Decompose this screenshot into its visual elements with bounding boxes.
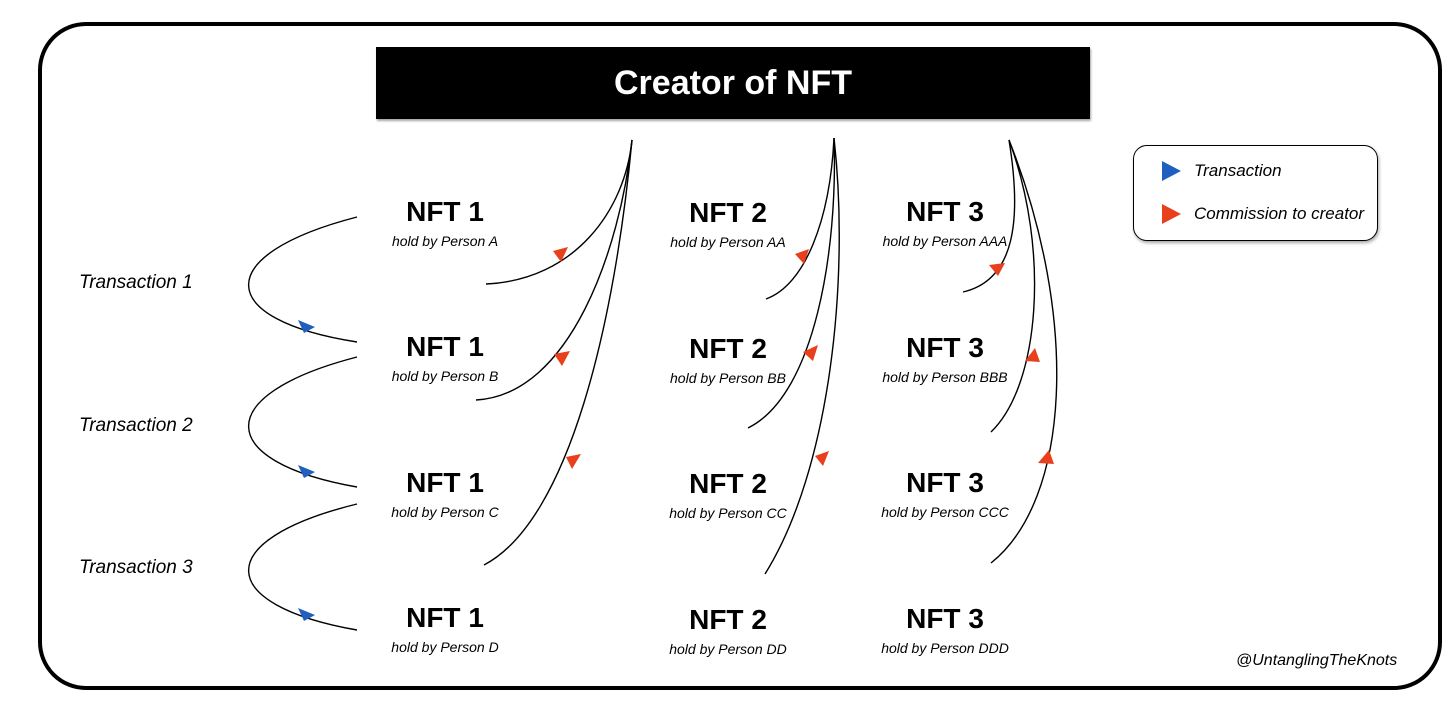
commission-curve-ccc: [990, 139, 1058, 564]
commission-curve-bb: [747, 137, 836, 429]
nft-label: NFT 3: [906, 603, 984, 634]
holder-label: hold by Person DDD: [881, 640, 1009, 656]
holder-label: hold by Person BB: [670, 370, 786, 386]
node-nft3-person-ddd: NFT 3 hold by Person DDD: [860, 603, 1030, 656]
holder-label: hold by Person D: [391, 639, 499, 655]
nft-label: NFT 1: [406, 467, 484, 498]
transaction-label-2: Transaction 2: [79, 415, 193, 436]
commission-arrowheads: [553, 247, 1054, 469]
transaction-label-3: Transaction 3: [79, 557, 193, 578]
node-nft2-person-dd: NFT 2 hold by Person DD: [643, 604, 813, 657]
holder-label: hold by Person CC: [669, 505, 787, 521]
commission-curve-cc: [764, 137, 840, 575]
holder-label: hold by Person A: [391, 233, 499, 249]
creator-title: Creator of NFT: [376, 47, 1090, 119]
commission-curve-aaa: [962, 139, 1016, 293]
holder-label: hold by Person B: [391, 368, 499, 384]
nft-label: NFT 2: [689, 468, 767, 499]
commission-curve-a: [485, 139, 633, 285]
nft-label: NFT 3: [906, 467, 984, 498]
transaction-arrowheads: [298, 320, 315, 621]
node-nft3-person-ccc: NFT 3 hold by Person CCC: [860, 467, 1030, 520]
node-nft2-person-cc: NFT 2 hold by Person CC: [643, 468, 813, 521]
diagram-frame: [38, 22, 1442, 690]
legend-commission-label: Commission to creator: [1194, 204, 1365, 223]
transaction-curve-1: [248, 216, 358, 343]
transaction-arrow-2: [298, 465, 315, 478]
holder-label: hold by Person C: [391, 504, 499, 520]
commission-arrow-ccc: [1038, 450, 1054, 464]
red-triangle-icon: [1162, 204, 1181, 224]
node-nft2-person-bb: NFT 2 hold by Person BB: [643, 333, 813, 386]
holder-label: hold by Person AAA: [882, 233, 1008, 249]
holder-label: hold by Person CCC: [881, 504, 1009, 520]
commission-arrow-aa: [795, 249, 809, 264]
node-nft3-person-bbb: NFT 3 hold by Person BBB: [860, 332, 1030, 385]
commission-arrow-a: [553, 247, 568, 262]
commission-arrow-bbb: [1025, 348, 1040, 362]
legend-row-transaction: Transaction: [1160, 160, 1282, 182]
nft-label: NFT 2: [689, 333, 767, 364]
legend: Transaction Commission to creator: [1133, 145, 1378, 241]
transaction-arrow-3: [298, 608, 315, 621]
commission-curve-b: [475, 139, 633, 401]
holder-label: hold by Person AA: [670, 234, 786, 250]
blue-triangle-icon: [1162, 161, 1181, 181]
nft-label: NFT 1: [406, 331, 484, 362]
commission-curve-c: [483, 139, 633, 566]
nft-label: NFT 3: [906, 196, 984, 227]
holder-label: hold by Person DD: [669, 641, 787, 657]
nft-label: NFT 1: [406, 196, 484, 227]
nft-label: NFT 2: [689, 604, 767, 635]
node-nft1-person-a: NFT 1 hold by Person A: [360, 196, 530, 249]
legend-transaction-label: Transaction: [1194, 161, 1282, 180]
nft-label: NFT 1: [406, 602, 484, 633]
node-nft1-person-b: NFT 1 hold by Person B: [360, 331, 530, 384]
node-nft1-person-d: NFT 1 hold by Person D: [360, 602, 530, 655]
watermark: @UntanglingTheKnots: [1236, 652, 1398, 669]
nft-label: NFT 3: [906, 332, 984, 363]
commission-arrow-bb: [803, 345, 818, 361]
legend-row-commission: Commission to creator: [1160, 203, 1364, 225]
nft-label: NFT 2: [689, 197, 767, 228]
node-nft3-person-aaa: NFT 3 hold by Person AAA: [860, 196, 1030, 249]
commission-curve-bbb: [990, 139, 1036, 433]
transaction-label-1: Transaction 1: [79, 272, 193, 293]
commission-curve-aa: [765, 137, 835, 300]
commission-arrow-aaa: [989, 263, 1005, 276]
holder-label: hold by Person BBB: [882, 369, 1008, 385]
node-nft2-person-aa: NFT 2 hold by Person AA: [643, 197, 813, 250]
transaction-arrow-1: [298, 320, 315, 333]
node-nft1-person-c: NFT 1 hold by Person C: [360, 467, 530, 520]
commission-arrow-cc: [815, 451, 829, 466]
commission-arrow-c: [566, 454, 581, 469]
commission-arrow-b: [554, 351, 570, 366]
